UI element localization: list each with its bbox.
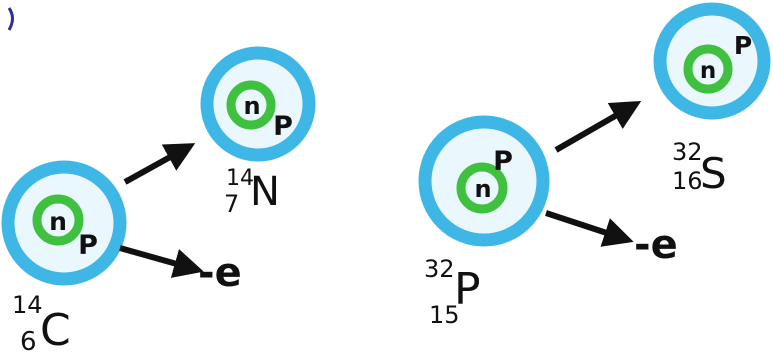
nucleus <box>226 80 276 130</box>
arrow-to-daughter <box>554 101 642 153</box>
isotope-label-parent: 14 6 C <box>12 291 71 357</box>
nucleus <box>683 44 733 94</box>
corner-bracket-mark <box>7 7 14 31</box>
arrow-to-electron <box>119 245 204 278</box>
panel-left: n P n P -e 14 6 C 14 7 N <box>1 46 316 357</box>
atomic-number: 7 <box>224 190 239 218</box>
atomic-number: 6 <box>20 327 37 357</box>
proton-label: P <box>734 31 752 60</box>
atom-sulfur-32: n P <box>653 2 771 120</box>
neutron-label: n <box>49 207 67 236</box>
nucleus <box>456 162 508 214</box>
panel-right: n P n P -e 32 15 P 32 16 S <box>418 2 771 329</box>
element-symbol: P <box>454 264 481 315</box>
atom-nitrogen-14: n P <box>200 46 316 162</box>
isotope-label-parent: 32 15 P <box>424 255 481 329</box>
element-symbol: N <box>250 169 280 215</box>
nucleus <box>32 194 84 246</box>
emitted-electron-label: -e <box>634 222 678 268</box>
atom-carbon-14: n P <box>1 160 127 286</box>
mass-number: 32 <box>672 138 703 166</box>
atomic-number: 15 <box>429 301 460 329</box>
arrow-to-electron <box>545 210 634 247</box>
proton-label: P <box>78 230 98 261</box>
neutron-label: n <box>700 58 716 84</box>
proton-label: P <box>493 146 513 177</box>
mass-number: 14 <box>12 291 43 319</box>
mass-number: 14 <box>226 166 254 191</box>
element-symbol: S <box>700 149 727 198</box>
atomic-number: 16 <box>672 167 703 195</box>
emitted-electron-label: -e <box>198 250 242 296</box>
neutron-label: n <box>474 175 491 203</box>
element-symbol: C <box>40 305 71 356</box>
arrow-to-daughter <box>123 143 196 185</box>
atom-phosphorus-32: n P <box>418 115 550 247</box>
proton-label: P <box>273 111 293 142</box>
isotope-label-daughter: 14 7 N <box>224 166 280 218</box>
mass-number: 32 <box>424 255 455 283</box>
isotope-label-daughter: 32 16 S <box>672 138 727 198</box>
neutron-label: n <box>243 92 260 120</box>
